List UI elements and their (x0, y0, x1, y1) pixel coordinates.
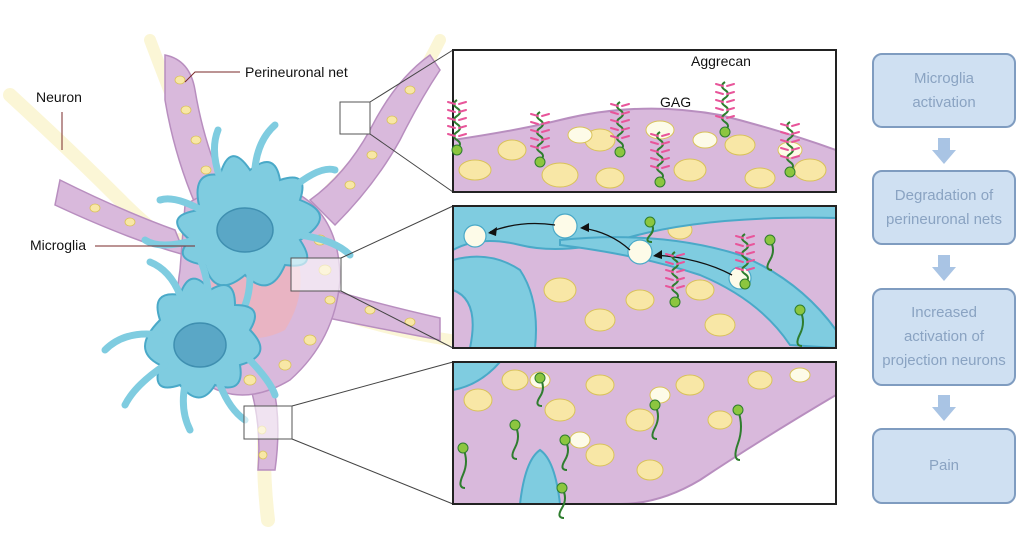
aggrecan-molecule (735, 233, 755, 290)
gag-strand (644, 216, 656, 243)
gag-strand (764, 234, 776, 271)
flow-step-increased-activation: Increased activation of projection neuro… (872, 288, 1016, 386)
gag-strand (732, 404, 744, 461)
microglia-cell-lower (101, 246, 279, 434)
aggrecan-molecule (447, 99, 467, 156)
zoom-box-bottom (243, 405, 293, 440)
label-microglia: Microglia (30, 237, 87, 253)
aggrecan-molecule (715, 81, 735, 138)
flow-step-pain: Pain (872, 428, 1016, 504)
gag-strand (509, 419, 521, 460)
aggrecan-molecule (650, 131, 670, 188)
flow-arrow-1 (932, 138, 956, 164)
zoom-lines (291, 49, 454, 505)
gag-strand (794, 304, 806, 347)
panel-degraded-net (452, 361, 837, 505)
label-neuron: Neuron (36, 89, 82, 105)
gag-strand (556, 482, 568, 519)
aggrecan-molecule (610, 101, 630, 158)
zoom-box-top (339, 101, 371, 135)
flow-step-microglia-activation: Microglia activation (872, 53, 1016, 128)
gag-strand (534, 372, 546, 407)
microglia-cell-upper (141, 121, 354, 319)
free-gag-strands (457, 216, 806, 519)
flow-step-degradation: Degradation of perineuronal nets (872, 170, 1016, 245)
zoom-box-middle (290, 257, 342, 292)
label-aggrecan: Aggrecan (691, 53, 751, 69)
label-perineuronal-net: Perineuronal net (245, 64, 348, 80)
gag-strand (649, 399, 661, 440)
panel-degradation (452, 205, 837, 349)
aggrecan-molecule (530, 111, 550, 168)
label-gag: GAG (660, 94, 692, 110)
flow-arrow-3 (932, 395, 956, 421)
gag-strand (559, 434, 571, 471)
aggrecan-molecules (447, 81, 800, 308)
aggrecan-molecule (780, 121, 800, 178)
flow-arrow-2 (932, 255, 956, 281)
panel-intact-net (452, 49, 837, 193)
gag-strand (457, 442, 469, 489)
aggrecan-molecule (665, 251, 685, 308)
